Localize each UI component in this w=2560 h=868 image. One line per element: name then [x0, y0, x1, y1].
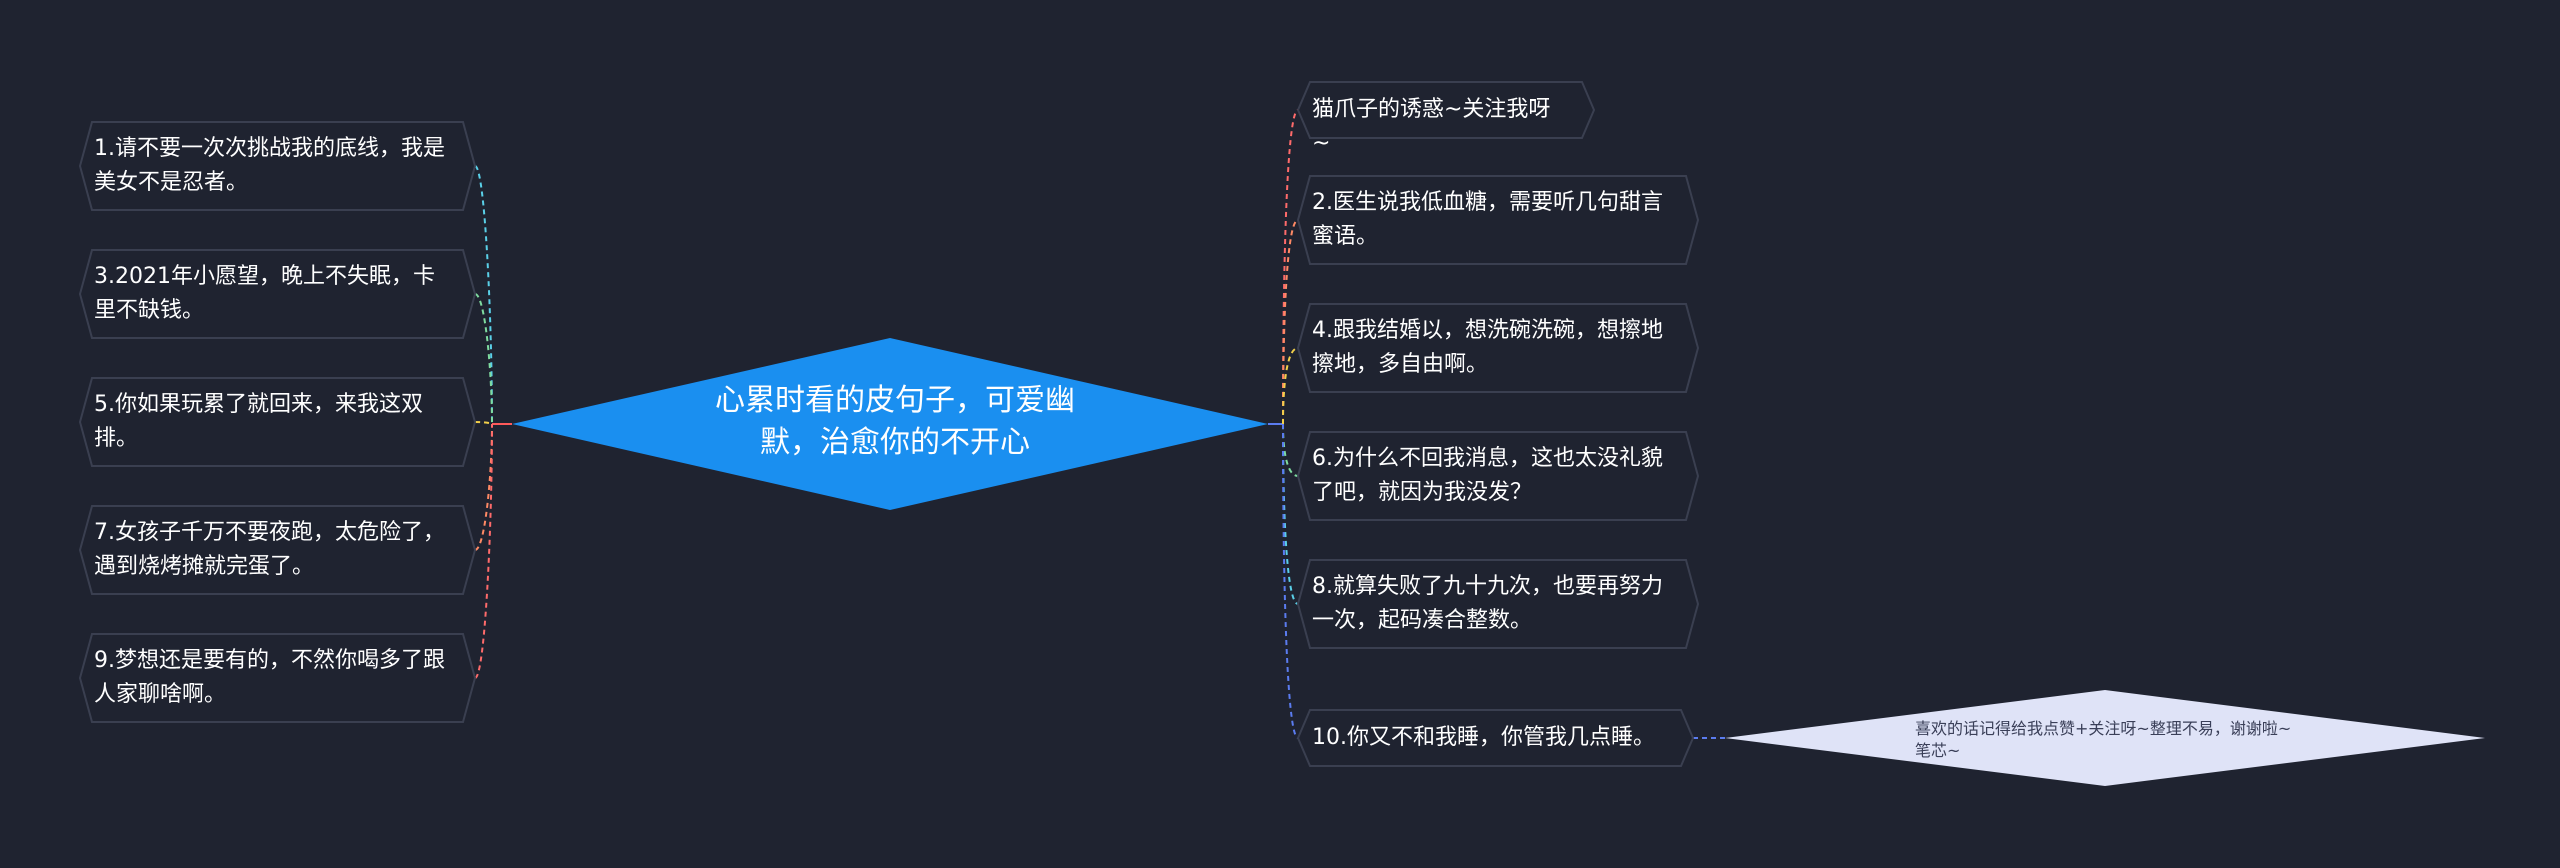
right-connector [1282, 423, 1299, 477]
right-connector [1282, 219, 1299, 425]
left-topic-node[interactable] [78, 505, 477, 595]
right-connector [1282, 109, 1299, 425]
right-connector [1282, 423, 1299, 739]
central-topic-node[interactable] [512, 338, 1268, 510]
left-topic-node[interactable] [78, 633, 477, 723]
footer-note-node[interactable] [1725, 690, 2485, 786]
left-connector [474, 423, 493, 679]
right-topic-node[interactable] [1296, 175, 1700, 265]
right-topic-node[interactable] [1296, 559, 1700, 649]
right-topic-node[interactable] [1296, 709, 1695, 767]
left-connector [474, 293, 493, 425]
connector-lines [474, 109, 1725, 739]
right-topic-node[interactable] [1296, 81, 1596, 139]
left-connector [474, 421, 493, 425]
right-topic-node[interactable] [1296, 431, 1700, 521]
right-topic-node[interactable] [1296, 303, 1700, 393]
right-connector [1282, 347, 1299, 425]
node-shapes [78, 81, 2485, 786]
left-topic-node[interactable] [78, 377, 477, 467]
left-topic-node[interactable] [78, 249, 477, 339]
left-topic-node[interactable] [78, 121, 477, 211]
